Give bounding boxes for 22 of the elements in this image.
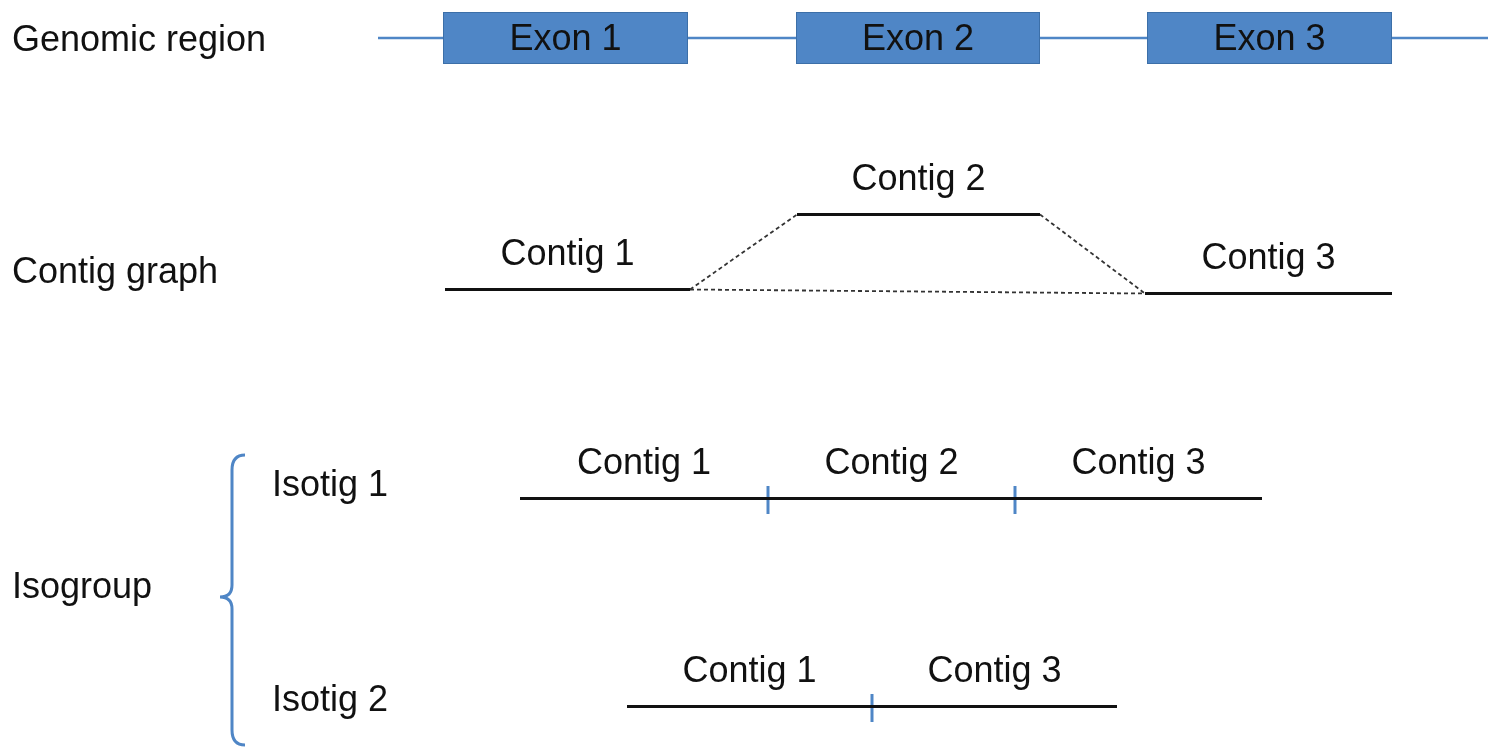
row-label: Contig graph — [12, 250, 219, 292]
exon-box: Exon 1 — [443, 12, 688, 64]
connector-line — [1040, 36, 1147, 40]
row-label: Genomic region — [12, 18, 267, 60]
contig-segment: Contig 3 — [1015, 441, 1262, 500]
contig-segment: Contig 1 — [520, 441, 768, 500]
exon-box: Exon 3 — [1147, 12, 1392, 64]
connector-line — [688, 36, 796, 40]
row-label: Isogroup — [12, 565, 153, 607]
exon-box: Exon 2 — [796, 12, 1040, 64]
contig-segment: Contig 2 — [797, 157, 1040, 216]
connector-line — [378, 36, 443, 40]
contig-segment: Contig 3 — [872, 649, 1117, 708]
contig-segment: Contig 3 — [1145, 236, 1392, 295]
row-label: Isotig 2 — [272, 678, 389, 720]
connector-line — [1392, 36, 1488, 40]
contig-segment: Contig 1 — [445, 232, 690, 291]
dashed-connector — [689, 213, 798, 291]
contig-segment: Contig 2 — [768, 441, 1015, 500]
dashed-connector — [1039, 213, 1146, 295]
row-label: Isotig 1 — [272, 463, 389, 505]
contig-segment: Contig 1 — [627, 649, 872, 708]
